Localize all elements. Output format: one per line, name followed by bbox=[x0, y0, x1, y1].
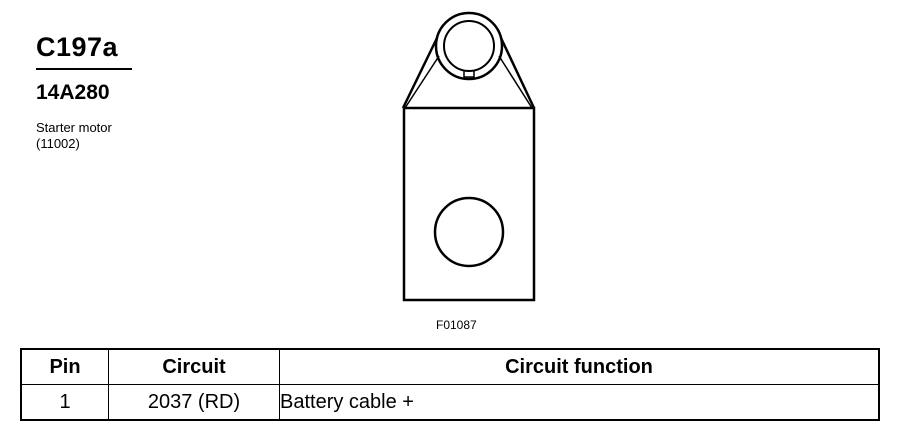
header-circuit: Circuit bbox=[108, 348, 280, 385]
cell-pin: 1 bbox=[20, 384, 109, 421]
header-rule bbox=[36, 68, 132, 70]
ring-terminal-inner bbox=[443, 20, 495, 72]
header-pin: Pin bbox=[20, 348, 109, 385]
connector-description: Starter motor bbox=[36, 120, 112, 135]
part-code: (11002) bbox=[36, 136, 80, 151]
starter-terminal-diagram bbox=[401, 11, 536, 302]
header-circuit-function: Circuit function bbox=[279, 348, 880, 385]
ring-terminal-notch bbox=[463, 71, 475, 78]
terminal-left-edge bbox=[401, 37, 439, 109]
cell-circuit-function: Battery cable + bbox=[279, 384, 880, 421]
table-row: 1 2037 (RD) Battery cable + bbox=[20, 384, 880, 421]
cell-circuit: 2037 (RD) bbox=[108, 384, 280, 421]
terminal-bolt-hole bbox=[433, 196, 505, 268]
connector-header: C197a 14A280 Starter motor (11002) bbox=[36, 30, 156, 152]
terminal-right-edge bbox=[499, 37, 536, 109]
terminal-body bbox=[402, 106, 536, 302]
ring-terminal-outer bbox=[434, 11, 504, 81]
connector-id: C197a bbox=[36, 32, 119, 62]
part-number: 14A280 bbox=[36, 81, 110, 104]
table-header-row: Pin Circuit Circuit function bbox=[20, 348, 880, 385]
pinout-table: Pin Circuit Circuit function 1 2037 (RD)… bbox=[20, 348, 880, 421]
terminal-left-inner-edge bbox=[404, 55, 440, 109]
terminal-right-inner-edge bbox=[498, 55, 533, 109]
figure-id: F01087 bbox=[436, 318, 477, 332]
